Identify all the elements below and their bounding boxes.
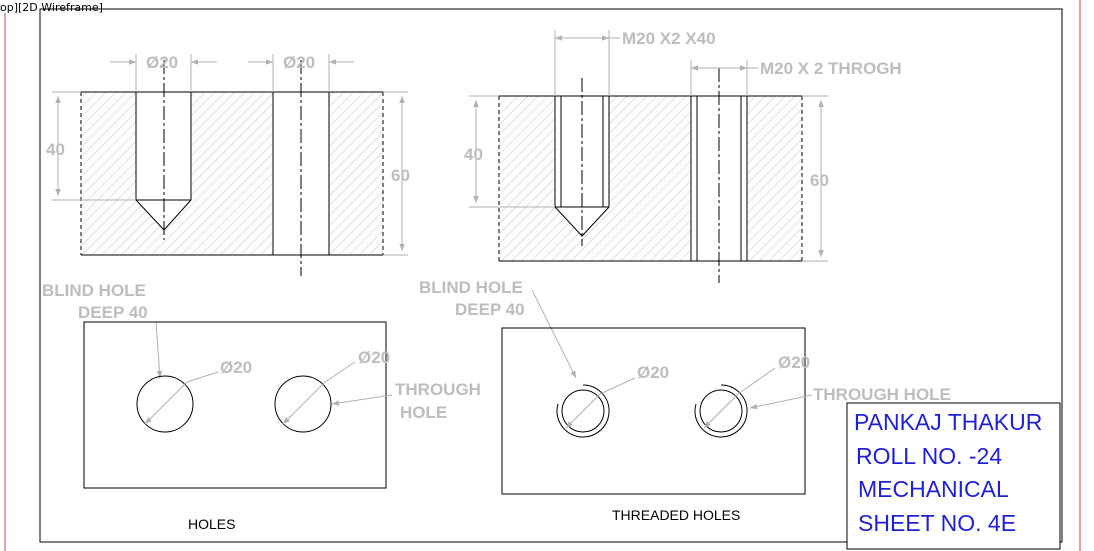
- leader-line: [599, 377, 636, 395]
- note-hole[interactable]: HOLE: [400, 403, 447, 422]
- note-through-hole[interactable]: THROUGH HOLE: [813, 385, 951, 404]
- caption-holes[interactable]: HOLES: [188, 516, 235, 532]
- note-blind-hole[interactable]: BLIND HOLE: [419, 278, 523, 297]
- title-block: [846, 402, 1061, 550]
- note-deep-40[interactable]: DEEP 40: [78, 303, 148, 322]
- leader-line: [155, 321, 163, 379]
- title-name[interactable]: PANKAJ THAKUR: [854, 409, 1042, 435]
- drawing-border: [39, 8, 1063, 543]
- holes-plan-view: [83, 321, 393, 489]
- holes-block-hatch: [81, 92, 383, 255]
- plan-rect: [501, 327, 806, 495]
- leader-line: [331, 394, 393, 406]
- title-branch[interactable]: MECHANICAL: [858, 476, 1009, 502]
- plan-dia-blind[interactable]: Ø20: [637, 363, 669, 382]
- note-deep-40[interactable]: DEEP 40: [455, 300, 525, 319]
- caption-threaded-holes[interactable]: THREADED HOLES: [612, 507, 740, 523]
- threaded-plan-view: [501, 327, 813, 495]
- viewport-label-bg: [0, 0, 98, 13]
- dim-dia-through[interactable]: Ø20: [283, 53, 315, 72]
- dim-depth-40[interactable]: 40: [464, 145, 483, 164]
- plan-dia-through[interactable]: Ø20: [358, 348, 390, 367]
- note-through[interactable]: THROUGH: [395, 380, 481, 399]
- leader-line: [737, 367, 776, 395]
- threaded-block-hatch: [499, 96, 802, 261]
- through-thread-major-arc: [694, 384, 748, 438]
- threaded-section-view: [469, 30, 828, 283]
- blind-hole-circle: [136, 375, 194, 433]
- leader-line: [749, 394, 813, 410]
- dim-thread-through[interactable]: M20 X 2 THROGH: [760, 59, 902, 78]
- leader-line: [324, 361, 356, 383]
- dim-dia-blind[interactable]: Ø20: [146, 53, 178, 72]
- viewport-label[interactable]: op][2D Wireframe]: [0, 1, 103, 14]
- note-blind-hole[interactable]: BLIND HOLE: [42, 281, 146, 300]
- through-thread-minor-circle: [699, 389, 743, 433]
- dim-line: [565, 393, 601, 429]
- dim-depth-40[interactable]: 40: [46, 140, 65, 159]
- plan-rect: [83, 321, 387, 489]
- dim-height-60[interactable]: 60: [391, 166, 410, 185]
- dim-line: [282, 381, 326, 425]
- holes-section-view: Ø20 Ø20 40 60: [46, 53, 410, 276]
- blind-thread-minor-circle: [561, 389, 605, 433]
- dim-line: [144, 381, 188, 425]
- through-hole-circle: [274, 375, 332, 433]
- dim-line: [703, 393, 739, 429]
- title-sheet[interactable]: SHEET NO. 4E: [858, 510, 1016, 536]
- title-roll[interactable]: ROLL NO. -24: [856, 443, 1002, 469]
- dim-height-60[interactable]: 60: [810, 171, 829, 190]
- leader-line: [531, 289, 577, 379]
- leader-line: [186, 371, 219, 383]
- dim-thread-blind[interactable]: M20 X2 X40: [622, 29, 716, 48]
- plan-dia-through[interactable]: Ø20: [778, 353, 810, 372]
- plan-dia-blind[interactable]: Ø20: [220, 358, 252, 377]
- blind-thread-major-arc: [556, 384, 610, 438]
